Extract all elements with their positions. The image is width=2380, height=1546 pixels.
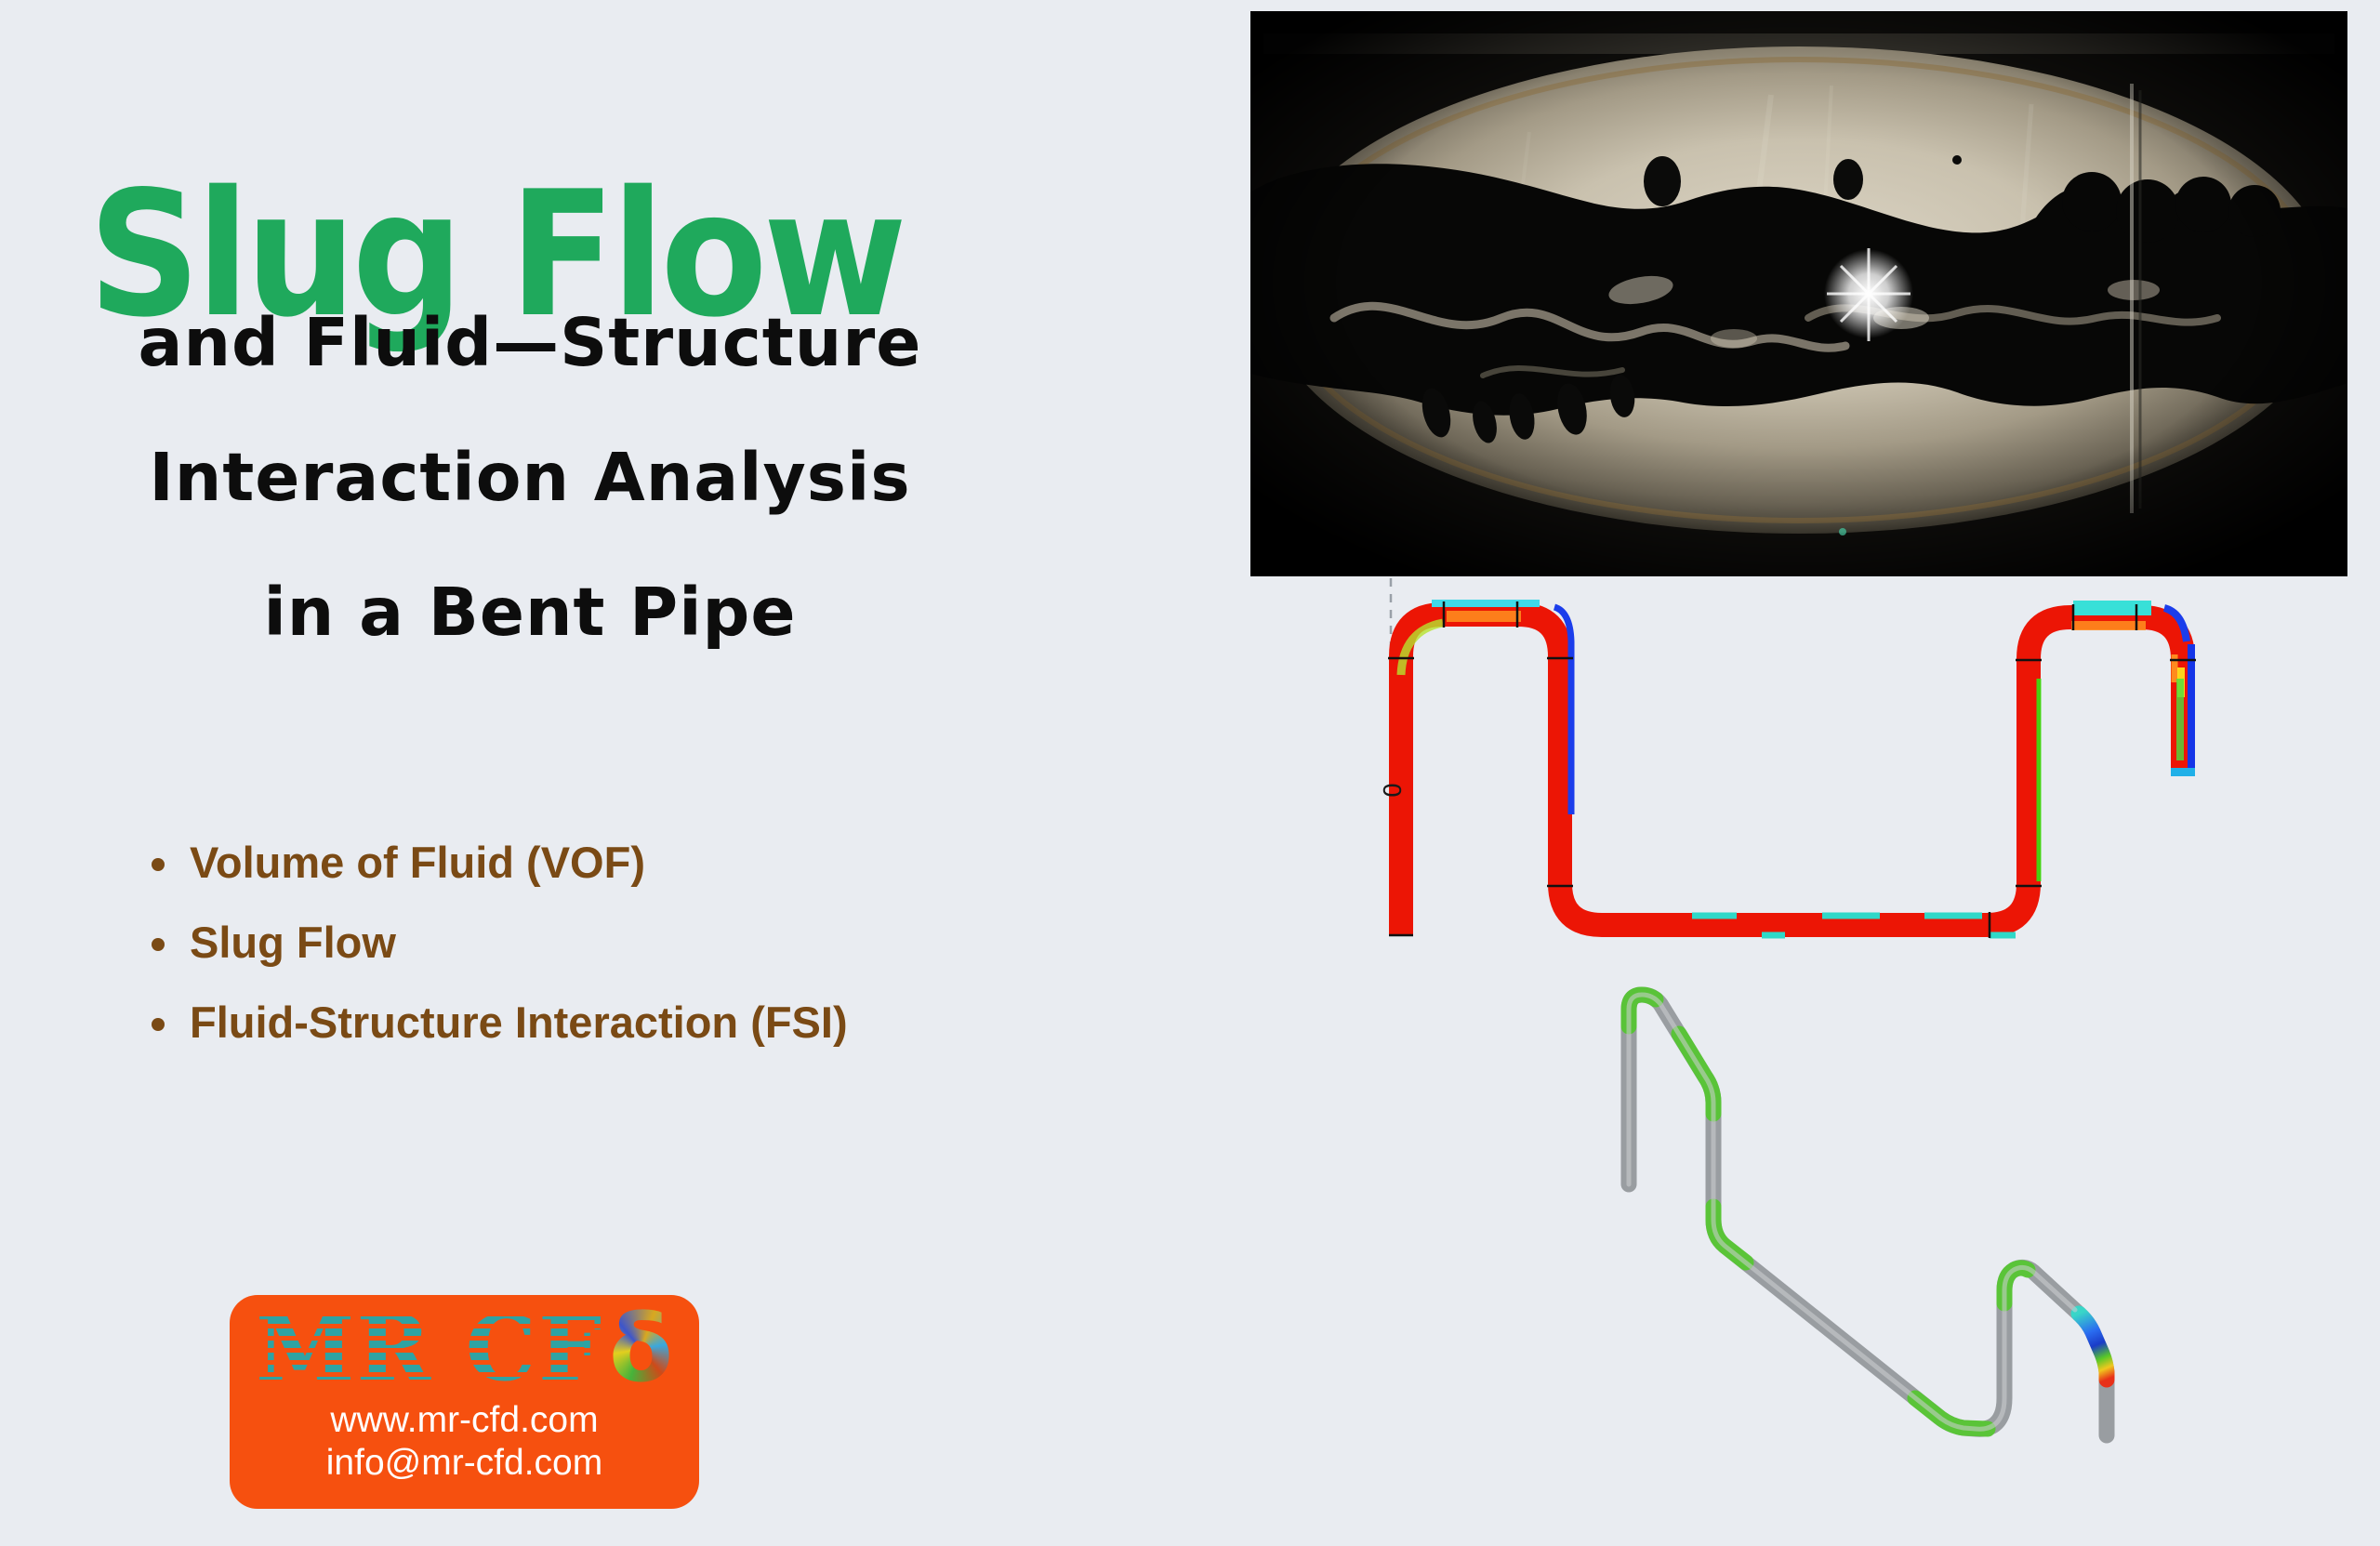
bottom-run-bubbles [1692, 912, 2016, 939]
pipe3d-rainbow-zone [2070, 1305, 2115, 1388]
slug-flow-photo-svg [1250, 11, 2347, 576]
contour-axis-label: 0 [1380, 783, 1408, 799]
list-item: Fluid-Structure Interaction (FSI) [184, 983, 848, 1063]
subtitle-line-2: Interaction Analysis [149, 439, 911, 516]
fsi-pipe-3d-figure [1580, 967, 2380, 1543]
vof-contour-figure: 0 [1339, 575, 2268, 984]
arch2-blue-corner [2162, 604, 2190, 642]
email-link[interactable]: info@mr-cfd.com [325, 1443, 603, 1483]
website-link[interactable]: www.mr-cfd.com [330, 1400, 599, 1440]
outlet-leg [2171, 644, 2195, 776]
pipe-contour-base [1389, 602, 2195, 937]
arch1-blue-edge [1553, 603, 1575, 814]
feature-list: Volume of Fluid (VOF) Slug Flow Fluid-St… [139, 823, 848, 1063]
pipe3d-green-zones [1620, 986, 2036, 1437]
page-subtitle: and Fluid—Structure Interaction Analysis… [28, 275, 1032, 680]
list-item: Slug Flow [184, 903, 848, 983]
section-ticks [1388, 601, 2196, 938]
fsi-pipe-svg [1620, 986, 2115, 1444]
slug-flow-photograph [1250, 11, 2347, 576]
pipe3d-sheen [1626, 992, 2078, 1432]
list-item: Volume of Fluid (VOF) [184, 823, 848, 903]
photo-vignette [1250, 11, 2347, 576]
subtitle-line-3: in a Bent Pipe [263, 574, 797, 651]
brand-row: MR CF δ [256, 1294, 673, 1403]
subtitle-line-1: and Fluid—Structure [138, 304, 922, 381]
page-title: Slug Flow [88, 152, 907, 355]
delta-icon: δ [609, 1294, 673, 1403]
brand-wordmark: MR CF [256, 1296, 604, 1401]
mr-cfd-logo: MR CF δ www.mr-cfd.com info@mr-cfd.com [230, 1295, 699, 1509]
vof-contour-svg: 0 [1380, 578, 2196, 939]
bend1-inner-streak [1396, 618, 1444, 676]
